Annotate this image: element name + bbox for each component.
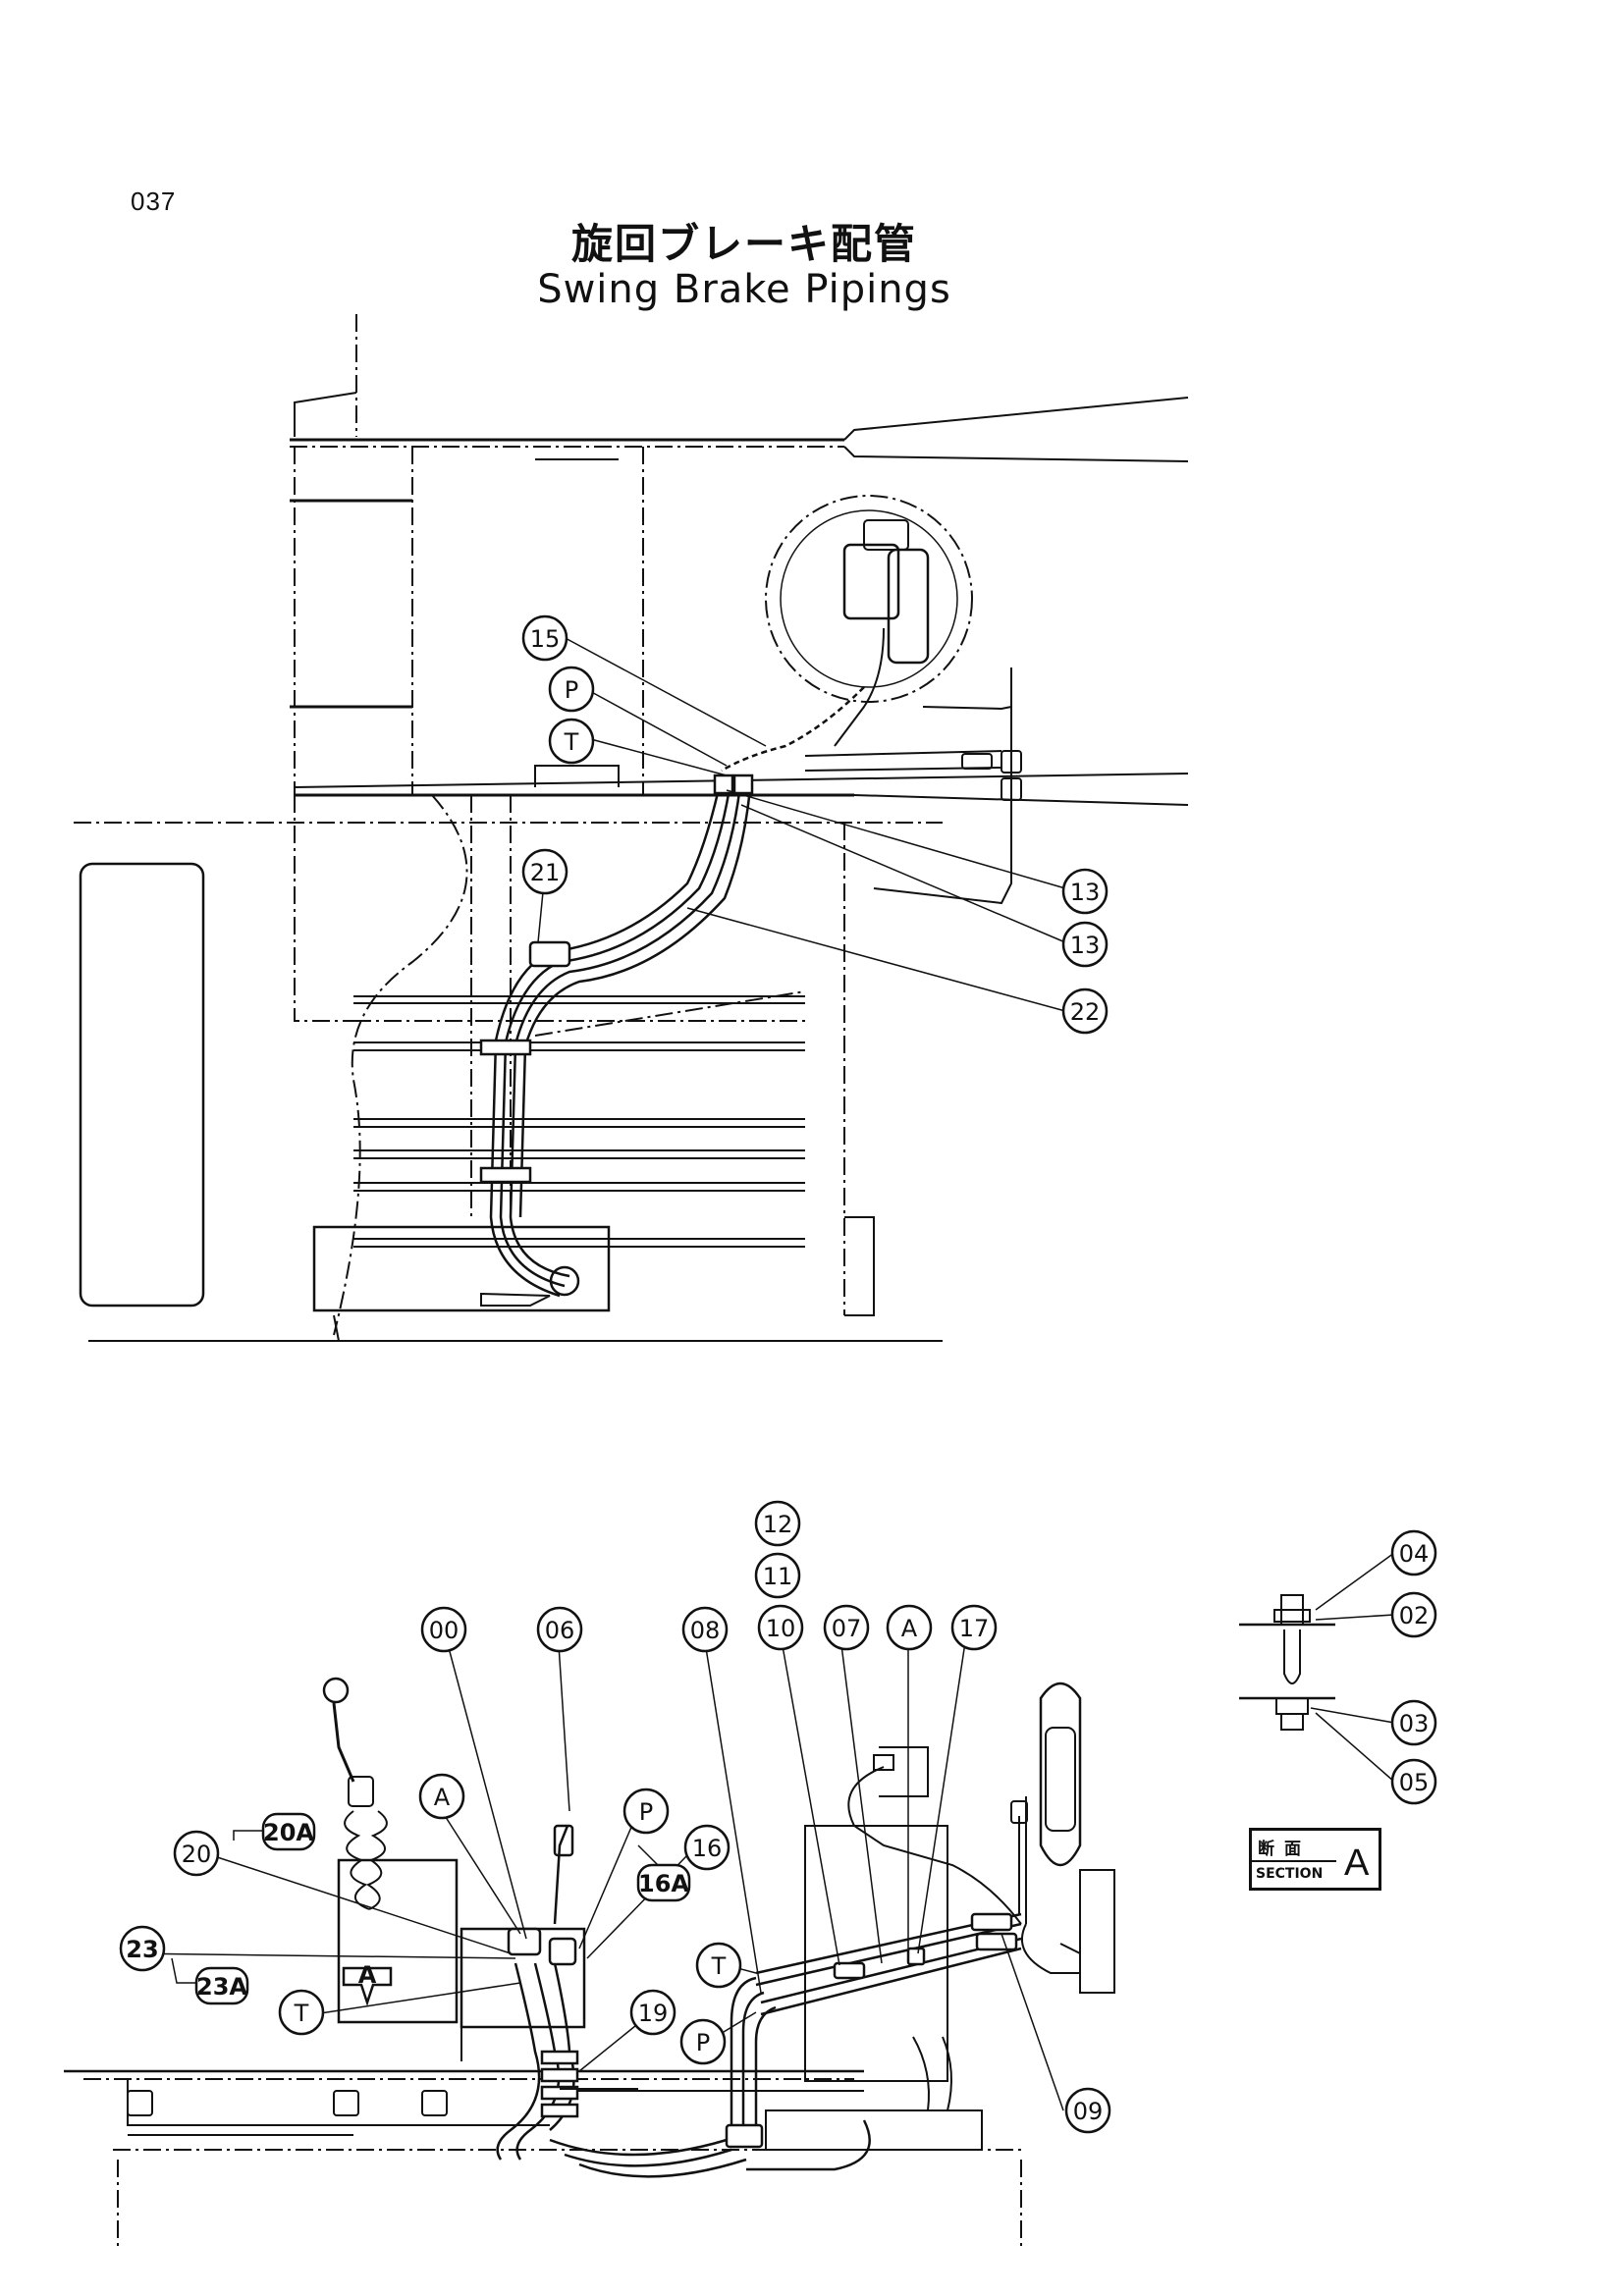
page-number: 037 bbox=[131, 187, 177, 216]
callout-09-label: 09 bbox=[1073, 2098, 1104, 2125]
callout-02-label: 02 bbox=[1399, 1602, 1430, 1629]
callout-19 bbox=[629, 1989, 676, 2036]
group-16a-label: 16A bbox=[638, 1870, 689, 1897]
section-en: SECTION bbox=[1256, 1866, 1324, 1882]
callout-t-top bbox=[548, 718, 595, 765]
callout-t-right-label: T bbox=[711, 1952, 727, 1980]
callout-03 bbox=[1390, 1699, 1437, 1746]
callout-23-label: 23 bbox=[126, 1936, 158, 1963]
bottom-view-structure bbox=[64, 1677, 1115, 2248]
callout-12-label: 12 bbox=[763, 1511, 793, 1538]
callout-07 bbox=[823, 1604, 870, 1651]
callout-13a-top-label: 13 bbox=[1070, 879, 1101, 906]
top-hoses bbox=[479, 774, 754, 1307]
callout-p-top bbox=[548, 666, 595, 713]
callout-17-label: 17 bbox=[959, 1615, 990, 1642]
callout-13b-top-label: 13 bbox=[1070, 932, 1101, 959]
bottom-leaders bbox=[127, 1552, 1395, 2111]
callout-13b-top bbox=[1061, 921, 1109, 968]
callout-p-left-label: P bbox=[639, 1798, 653, 1826]
callout-16-label: 16 bbox=[692, 1835, 723, 1862]
callout-15-top-label: 15 bbox=[530, 625, 561, 653]
callout-p-top-label: P bbox=[565, 676, 578, 704]
callout-22-top-label: 22 bbox=[1070, 998, 1101, 1026]
section-a-label: 断面 SECTION A bbox=[1249, 1828, 1381, 1891]
callout-11-label: 11 bbox=[763, 1563, 793, 1590]
section-a-bolt-detail bbox=[1239, 1594, 1335, 1731]
callout-05 bbox=[1390, 1758, 1437, 1805]
callout-12 bbox=[754, 1500, 801, 1547]
callout-21-top bbox=[521, 848, 568, 895]
title-japanese: 旋回ブレーキ配管 bbox=[570, 220, 917, 268]
callout-00 bbox=[420, 1606, 467, 1653]
callout-17 bbox=[950, 1604, 998, 1651]
bottom-pipes bbox=[496, 1824, 1022, 2178]
group-23a-label: 23A bbox=[196, 1973, 247, 2001]
callout-p-right bbox=[679, 2018, 727, 2065]
group-20a-label: 20A bbox=[263, 1819, 314, 1846]
section-letter: A bbox=[1344, 1842, 1370, 1884]
callout-06 bbox=[536, 1606, 583, 1653]
callout-08 bbox=[681, 1606, 729, 1653]
callout-p-right-label: P bbox=[696, 2029, 710, 2056]
section-divider bbox=[1252, 1860, 1336, 1862]
callout-21-top-label: 21 bbox=[530, 859, 561, 886]
top-view-structure bbox=[74, 314, 1189, 1342]
callout-02 bbox=[1390, 1591, 1437, 1638]
callout-a-left-label: A bbox=[434, 1784, 451, 1811]
callout-23 bbox=[119, 1925, 166, 1972]
callout-11 bbox=[754, 1552, 801, 1599]
callout-13a-top bbox=[1061, 868, 1109, 915]
callout-20-label: 20 bbox=[182, 1841, 212, 1868]
callout-04 bbox=[1390, 1529, 1437, 1576]
callout-p-left bbox=[622, 1788, 670, 1835]
callout-06-label: 06 bbox=[545, 1617, 575, 1644]
callout-00-label: 00 bbox=[429, 1617, 460, 1644]
callout-t-top-label: T bbox=[564, 728, 579, 756]
callout-20 bbox=[173, 1830, 220, 1877]
callout-15-top bbox=[521, 614, 568, 662]
group-16a-box bbox=[636, 1863, 691, 1902]
callout-03-label: 03 bbox=[1399, 1710, 1430, 1737]
view-marker-label: A bbox=[358, 1961, 377, 1989]
title-english: Swing Brake Pipings bbox=[537, 267, 951, 312]
group-20a-box bbox=[261, 1812, 316, 1851]
callout-16 bbox=[683, 1824, 730, 1871]
top-leaders bbox=[537, 635, 1066, 1012]
callout-19-label: 19 bbox=[638, 2000, 669, 2027]
callout-08-label: 08 bbox=[690, 1617, 721, 1644]
callout-t-left-label: T bbox=[294, 2000, 309, 2027]
callout-07-label: 07 bbox=[832, 1615, 862, 1642]
section-jp: 断面 bbox=[1258, 1840, 1311, 1859]
callout-t-left bbox=[278, 1989, 325, 2036]
view-arrow-a bbox=[342, 1966, 393, 2006]
callout-a-left bbox=[418, 1773, 465, 1820]
callout-10-label: 10 bbox=[766, 1615, 796, 1642]
callout-10 bbox=[757, 1604, 804, 1651]
callout-a-upper-label: A bbox=[901, 1615, 918, 1642]
callout-09 bbox=[1064, 2087, 1111, 2134]
group-23a-box bbox=[194, 1966, 249, 2005]
callout-05-label: 05 bbox=[1399, 1769, 1430, 1796]
callout-04-label: 04 bbox=[1399, 1540, 1430, 1568]
callout-a-upper bbox=[886, 1604, 933, 1651]
callout-t-right bbox=[695, 1942, 742, 1989]
callout-22-top bbox=[1061, 988, 1109, 1035]
